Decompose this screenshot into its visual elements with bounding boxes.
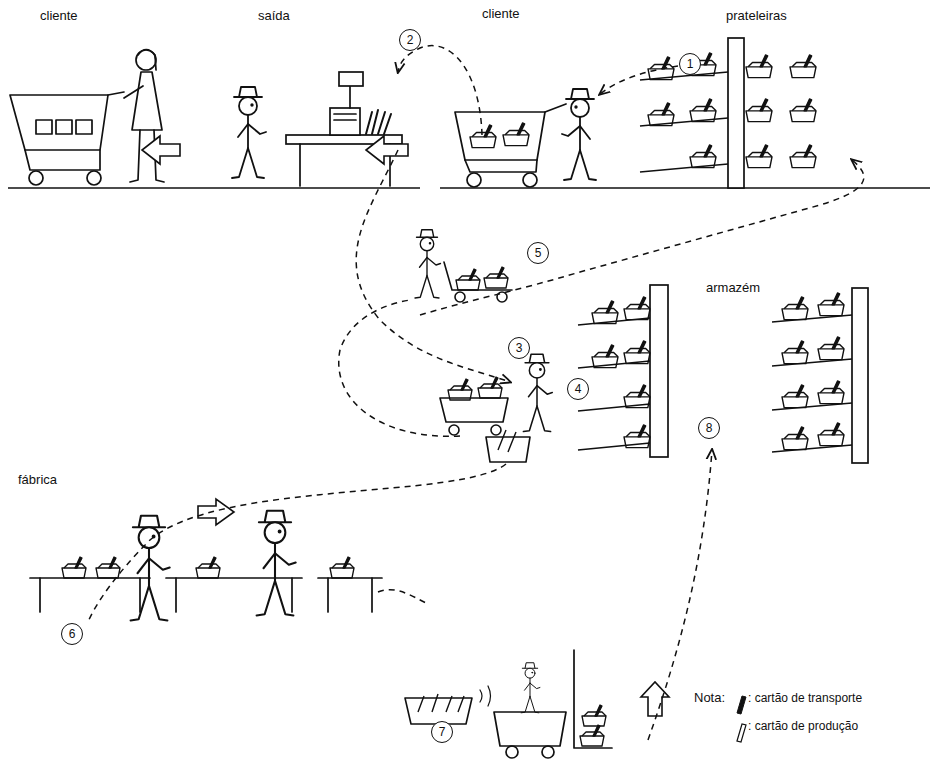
callout-number: 3 bbox=[508, 337, 530, 359]
finished-box bbox=[405, 694, 472, 724]
parts-bin bbox=[96, 557, 120, 578]
parts-bin bbox=[484, 267, 508, 288]
callout-number: 2 bbox=[399, 29, 421, 51]
callout-number: 4 bbox=[567, 378, 589, 400]
parts-bin bbox=[196, 557, 220, 578]
callout-number: 7 bbox=[431, 721, 453, 743]
customer-man bbox=[562, 89, 596, 180]
parts-bin bbox=[456, 269, 480, 290]
warehouse-worker bbox=[523, 354, 552, 431]
parts-bin bbox=[330, 557, 354, 578]
parts-bin bbox=[503, 123, 529, 146]
parts-bin bbox=[582, 705, 606, 726]
callout-number: 8 bbox=[698, 417, 720, 439]
parts-bin bbox=[580, 725, 604, 746]
factory-worker bbox=[257, 511, 296, 616]
area-label: armazém bbox=[706, 280, 760, 296]
parts-bin bbox=[478, 377, 502, 398]
shelf-bins bbox=[648, 53, 816, 168]
area-label: fábrica bbox=[18, 472, 57, 488]
warehouse-rack bbox=[578, 285, 868, 463]
area-label: cliente bbox=[40, 8, 78, 24]
store-shelf bbox=[640, 38, 744, 188]
transport-card-sample bbox=[737, 696, 746, 714]
warehouse-cart bbox=[440, 398, 508, 435]
area-label: prateleiras bbox=[726, 8, 787, 24]
area-label: cliente bbox=[482, 6, 520, 22]
cashier bbox=[232, 87, 266, 178]
callout-number: 5 bbox=[527, 242, 549, 264]
flow-arrow bbox=[142, 136, 180, 164]
trolley bbox=[444, 262, 512, 302]
customer-cart bbox=[10, 92, 124, 185]
production-card-sample bbox=[737, 724, 746, 742]
flow-arrow bbox=[366, 136, 408, 164]
factory-worker bbox=[131, 516, 170, 621]
checkout-counter bbox=[286, 72, 402, 186]
parts-bin bbox=[62, 557, 86, 578]
flow-arrow bbox=[641, 682, 669, 716]
warehouse-bins bbox=[592, 293, 844, 450]
trolley-worker bbox=[415, 230, 441, 298]
parts-bin bbox=[448, 379, 472, 400]
floor-line bbox=[8, 187, 930, 189]
legend-text: : cartão de produção bbox=[748, 718, 862, 746]
card-flow-line bbox=[88, 46, 864, 740]
callout-number: 6 bbox=[61, 623, 83, 645]
card-box bbox=[486, 430, 530, 462]
note-label: Nota: bbox=[694, 690, 725, 706]
forklift bbox=[480, 650, 612, 758]
assembly-line bbox=[30, 578, 382, 612]
parts-bin bbox=[470, 125, 496, 148]
legend: : cartão de transporte: cartão de produç… bbox=[748, 690, 862, 746]
callout-number: 1 bbox=[679, 53, 701, 75]
shopping-cart bbox=[455, 104, 566, 187]
area-label: saída bbox=[258, 8, 290, 24]
flow-arrow bbox=[198, 499, 234, 525]
legend-text: : cartão de transporte bbox=[748, 690, 862, 718]
forklift-driver bbox=[521, 663, 540, 713]
